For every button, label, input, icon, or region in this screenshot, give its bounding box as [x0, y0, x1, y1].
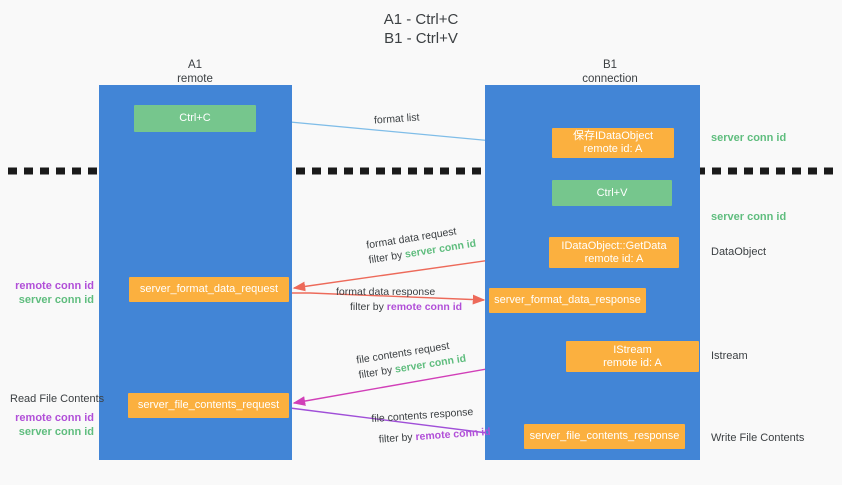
arrow-label-format-list: format list — [374, 110, 420, 128]
side-label-istream: Istream — [711, 350, 748, 362]
side-label-remote-conn-id: remote conn id — [15, 280, 94, 292]
node-istream-label: IStream — [613, 343, 652, 356]
side-label-server-conn-id: server conn id — [18, 426, 94, 438]
side-label-read-file-contents: Read File Contents — [10, 393, 105, 405]
side-label-server-conn-id: server conn id — [18, 294, 94, 306]
arrow-label-format-list-text: format list — [373, 111, 420, 127]
node-server-format-data-response[interactable]: server_format_data_response — [489, 288, 646, 313]
arrow-label-format-data-response: format data response filter by remote co… — [336, 285, 462, 315]
node-server-file-contents-response-label: server_file_contents_response — [529, 430, 680, 442]
side-label-conn-ids-format: remote conn id server conn id — [10, 279, 94, 307]
node-server-format-data-response-label: server_format_data_response — [494, 294, 641, 306]
node-server-format-data-request-label: server_format_data_request — [139, 283, 279, 295]
node-istream-remote-id: remote id: A — [603, 356, 662, 369]
node-ctrl-c-label: Ctrl+C — [179, 112, 211, 124]
filter-prefix: filter by — [350, 301, 387, 313]
node-getdata-remote-id: remote id: A — [584, 252, 644, 265]
side-label-dataobject: DataObject — [711, 246, 767, 258]
column-header-b1: B1 connection — [530, 58, 690, 86]
filter-prefix: filter by — [378, 431, 416, 446]
column-header-a1: A1 remote — [115, 58, 275, 86]
arrow-file-contents-response — [289, 407, 521, 441]
arrow-label-format-data-response-text: format data response — [336, 286, 436, 298]
node-ctrl-v[interactable]: Ctrl+V — [552, 180, 672, 206]
title-line-1: A1 - Ctrl+C — [383, 11, 459, 28]
arrow-label-format-data-response-filter: filter by remote conn id — [336, 300, 462, 315]
page-title: A1 - Ctrl+C B1 - Ctrl+V — [0, 10, 842, 48]
filter-value-remote-conn-id: remote conn id — [415, 425, 492, 444]
arrow-format-data-response — [291, 292, 486, 305]
side-label-conn-ids-file: remote conn id server conn id — [10, 411, 94, 439]
node-idataobject[interactable]: 保存IDataObject remote id: A — [552, 128, 674, 158]
column-header-b1-sub: connection — [582, 73, 638, 85]
side-label-server-conn-id-second: server conn id — [711, 211, 787, 223]
side-label-server-conn-id-top: server conn id — [711, 132, 787, 144]
column-header-a1-sub: remote — [177, 73, 213, 85]
node-server-file-contents-request[interactable]: server_file_contents_request — [128, 393, 289, 418]
node-idataobject-remote-id: remote id: A — [583, 143, 643, 155]
side-label-write-file-contents: Write File Contents — [711, 432, 805, 444]
node-idataobject-label: 保存IDataObject — [572, 130, 654, 142]
node-getdata-label: IDataObject::GetData — [561, 239, 667, 252]
title-line-2: B1 - Ctrl+V — [384, 30, 458, 47]
node-ctrl-v-label: Ctrl+V — [596, 186, 628, 199]
node-ctrl-c[interactable]: Ctrl+C — [134, 105, 256, 132]
node-istream[interactable]: IStream remote id: A — [566, 341, 699, 372]
node-server-file-contents-response[interactable]: server_file_contents_response — [524, 424, 685, 449]
filter-value-remote-conn-id: remote conn id — [386, 301, 463, 313]
column-header-a1-name: A1 — [187, 59, 203, 71]
node-server-format-data-request[interactable]: server_format_data_request — [129, 277, 289, 302]
node-idataobject-getdata[interactable]: IDataObject::GetData remote id: A — [549, 237, 679, 268]
column-header-b1-name: B1 — [602, 59, 618, 71]
side-label-remote-conn-id: remote conn id — [15, 412, 94, 424]
node-server-file-contents-request-label: server_file_contents_request — [137, 399, 280, 411]
